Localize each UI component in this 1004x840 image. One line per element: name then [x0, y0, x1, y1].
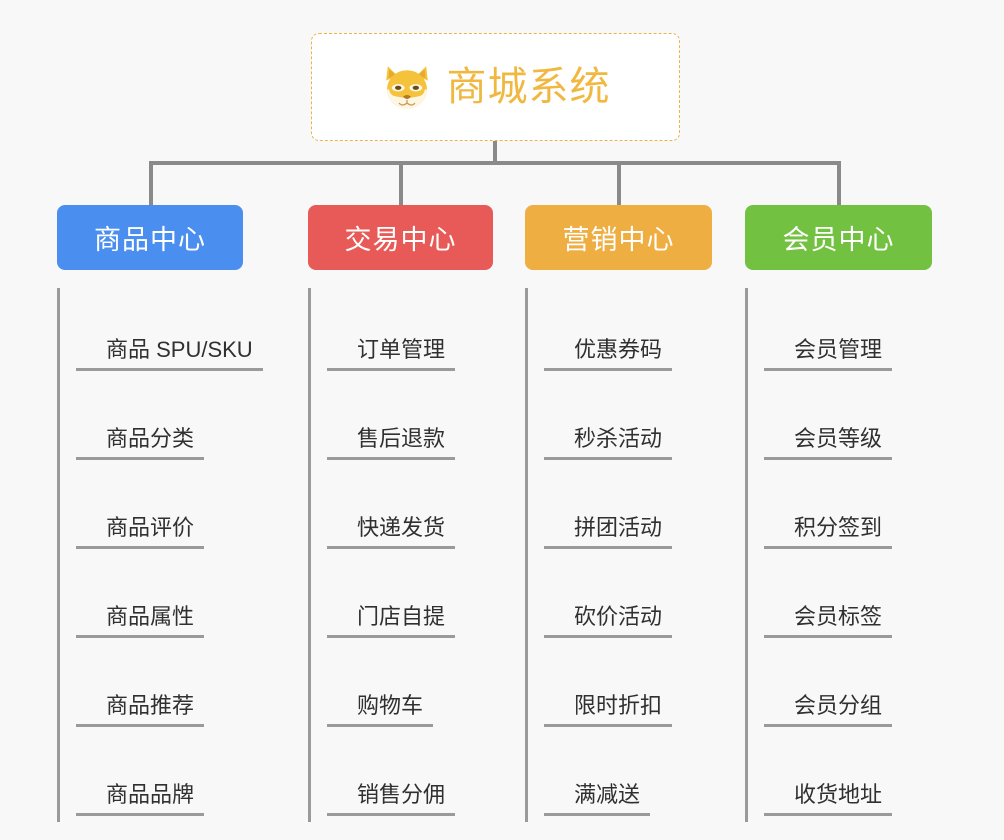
list-item[interactable]: 快递发货 — [327, 466, 568, 555]
list-item[interactable]: 订单管理 — [327, 288, 568, 377]
leaf-label: 收货地址 — [764, 782, 893, 816]
connector-drop-category-0 — [149, 163, 153, 207]
leaf-label: 商品推荐 — [76, 693, 205, 727]
list-item[interactable]: 商品 SPU/SKU — [76, 288, 357, 377]
leaf-label: 限时折扣 — [544, 693, 673, 727]
category-header-product[interactable]: 商品中心 — [57, 205, 243, 270]
list-item[interactable]: 优惠券码 — [544, 288, 785, 377]
leaf-label: 快递发货 — [327, 515, 456, 549]
list-item[interactable]: 商品品牌 — [76, 733, 357, 822]
leaf-label: 商品分类 — [76, 426, 205, 460]
category-header-label: 营销中心 — [562, 225, 675, 255]
list-item[interactable]: 会员标签 — [764, 555, 1004, 644]
list-item[interactable]: 售后退款 — [327, 377, 568, 466]
category-column-marketing: 营销中心 优惠券码 秒杀活动 拼团活动 砍价活动 限时折扣 满减送 — [525, 205, 785, 822]
leaf-label: 售后退款 — [327, 426, 456, 460]
leaf-label: 商品 SPU/SKU — [76, 337, 263, 371]
leaf-list-member: 会员管理 会员等级 积分签到 会员标签 会员分组 收货地址 — [745, 288, 1004, 822]
list-item[interactable]: 商品分类 — [76, 377, 357, 466]
leaf-label: 会员分组 — [764, 693, 893, 727]
leaf-label: 会员等级 — [764, 426, 893, 460]
list-item[interactable]: 销售分佣 — [327, 733, 568, 822]
connector-drop-category-1 — [399, 163, 403, 207]
category-column-member: 会员中心 会员管理 会员等级 积分签到 会员标签 会员分组 收货地址 — [745, 205, 1004, 822]
leaf-label: 商品品牌 — [76, 782, 205, 816]
connector-bus-horizontal — [149, 161, 841, 165]
list-item[interactable]: 会员分组 — [764, 644, 1004, 733]
category-header-member[interactable]: 会员中心 — [745, 205, 932, 270]
list-item[interactable]: 秒杀活动 — [544, 377, 785, 466]
category-header-trade[interactable]: 交易中心 — [308, 205, 493, 270]
category-header-label: 会员中心 — [782, 225, 895, 255]
list-item[interactable]: 会员管理 — [764, 288, 1004, 377]
leaf-label: 订单管理 — [327, 337, 456, 371]
leaf-label: 积分签到 — [764, 515, 893, 549]
list-item[interactable]: 商品推荐 — [76, 644, 357, 733]
connector-trunk-vertical — [493, 141, 497, 163]
leaf-label: 商品评价 — [76, 515, 205, 549]
leaf-label: 满减送 — [544, 782, 651, 816]
leaf-list-marketing: 优惠券码 秒杀活动 拼团活动 砍价活动 限时折扣 满减送 — [525, 288, 785, 822]
root-node-label: 商城系统 — [446, 65, 611, 109]
root-node-mall-system[interactable]: 商城系统 — [311, 33, 680, 141]
leaf-label: 拼团活动 — [544, 515, 673, 549]
leaf-label: 会员管理 — [764, 337, 893, 371]
category-column-product: 商品中心 商品 SPU/SKU 商品分类 商品评价 商品属性 商品推荐 商品品牌 — [57, 205, 357, 822]
leaf-label: 商品属性 — [76, 604, 205, 638]
leaf-label: 销售分佣 — [327, 782, 456, 816]
list-item[interactable]: 门店自提 — [327, 555, 568, 644]
list-item[interactable]: 限时折扣 — [544, 644, 785, 733]
leaf-label: 秒杀活动 — [544, 426, 673, 460]
category-header-label: 商品中心 — [94, 225, 206, 255]
connector-drop-category-2 — [617, 163, 621, 207]
leaf-label: 会员标签 — [764, 604, 893, 638]
connector-drop-category-3 — [837, 163, 841, 207]
list-item[interactable]: 会员等级 — [764, 377, 1004, 466]
shiba-dog-face-icon — [385, 66, 428, 109]
category-column-trade: 交易中心 订单管理 售后退款 快递发货 门店自提 购物车 销售分佣 — [308, 205, 568, 822]
category-header-label: 交易中心 — [344, 225, 457, 255]
leaf-label: 门店自提 — [327, 604, 456, 638]
list-item[interactable]: 商品评价 — [76, 466, 357, 555]
leaf-list-product: 商品 SPU/SKU 商品分类 商品评价 商品属性 商品推荐 商品品牌 — [57, 288, 357, 822]
list-item[interactable]: 拼团活动 — [544, 466, 785, 555]
leaf-label: 优惠券码 — [544, 337, 673, 371]
list-item[interactable]: 商品属性 — [76, 555, 357, 644]
leaf-label: 砍价活动 — [544, 604, 673, 638]
leaf-label: 购物车 — [327, 693, 434, 727]
list-item[interactable]: 积分签到 — [764, 466, 1004, 555]
list-item[interactable]: 收货地址 — [764, 733, 1004, 822]
category-header-marketing[interactable]: 营销中心 — [525, 205, 712, 270]
list-item[interactable]: 满减送 — [544, 733, 785, 822]
leaf-list-trade: 订单管理 售后退款 快递发货 门店自提 购物车 销售分佣 — [308, 288, 568, 822]
list-item[interactable]: 砍价活动 — [544, 555, 785, 644]
list-item[interactable]: 购物车 — [327, 644, 568, 733]
